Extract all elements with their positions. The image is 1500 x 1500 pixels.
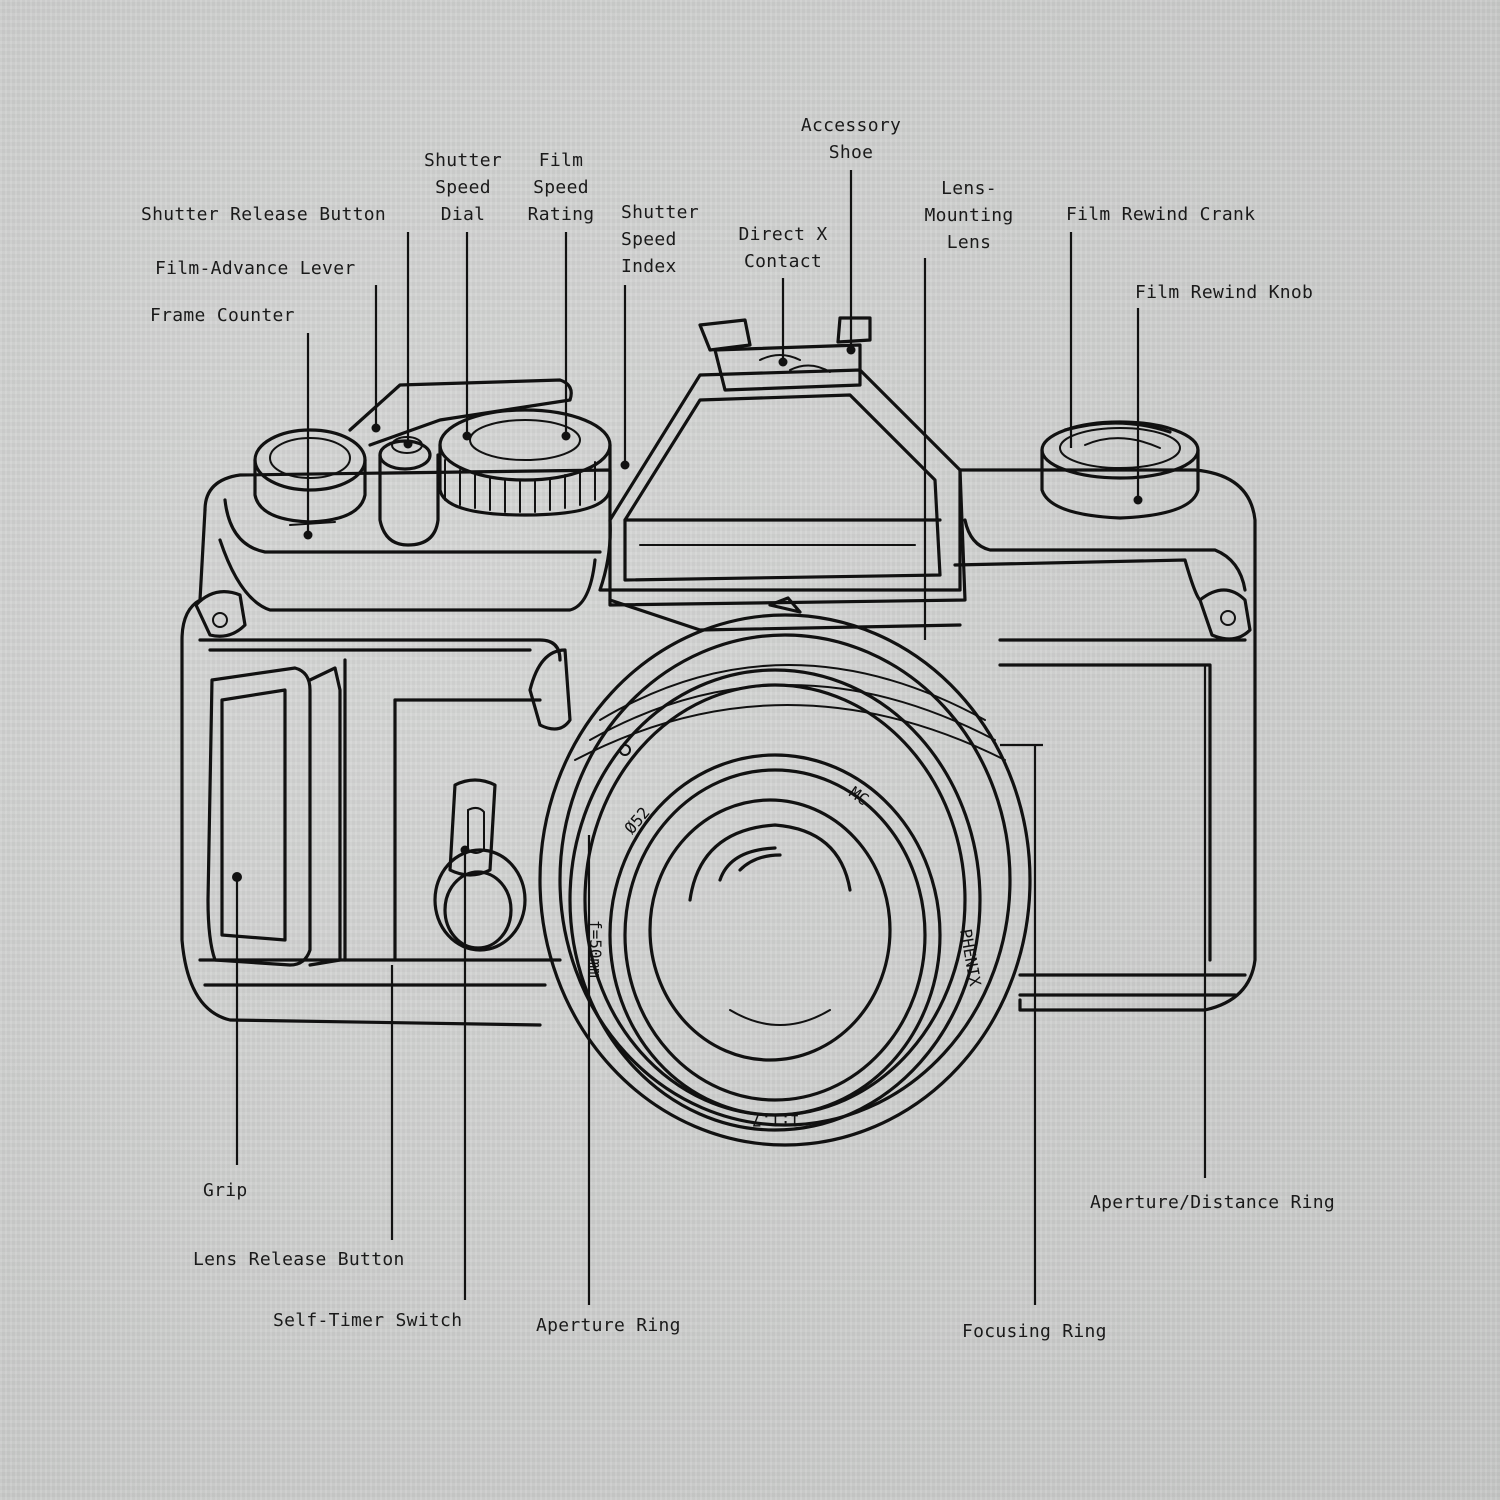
lens-filter-size: Ø52 — [621, 803, 654, 837]
label-line: Lens — [946, 232, 992, 253]
lens-focal-length: f=50mm — [586, 920, 605, 978]
label-shutter-speed-index: Shutter Speed Index — [621, 199, 699, 280]
label-line: Direct X — [738, 224, 828, 245]
label-line: Shutter — [424, 150, 502, 171]
label-grip: Grip — [203, 1180, 248, 1201]
label-line: Lens- — [941, 178, 997, 199]
label-line: Film — [538, 150, 584, 171]
label-self-timer-switch: Self-Timer Switch — [273, 1310, 463, 1331]
top-left-controls — [253, 378, 612, 547]
pentaprism — [608, 316, 967, 632]
lens-brand: PHENIX — [956, 927, 985, 988]
label-shutter-release-button: Shutter Release Button — [141, 204, 387, 225]
label-shutter-speed-dial: Shutter Speed Dial — [417, 147, 509, 228]
label-line: Shoe — [828, 142, 874, 163]
label-lens-release-button: Lens Release Button — [193, 1249, 405, 1270]
label-film-rewind-crank: Film Rewind Crank — [1066, 204, 1256, 225]
label-lens-mounting-lens: Lens- Mounting Lens — [910, 175, 1028, 256]
label-line: Index — [621, 256, 677, 277]
label-film-advance-lever: Film-Advance Lever — [155, 258, 356, 279]
label-line: Rating — [527, 204, 595, 225]
label-line: Accessory — [800, 115, 902, 136]
label-line: Mounting — [924, 205, 1014, 226]
lens — [538, 613, 1032, 1147]
label-film-rewind-knob: Film Rewind Knob — [1135, 282, 1314, 303]
label-film-speed-rating: Film Speed Rating — [520, 147, 602, 228]
camera-body — [180, 468, 1257, 1027]
label-line: Shutter — [621, 202, 699, 223]
label-line: Speed — [621, 229, 677, 250]
label-direct-x-contact: Direct X Contact — [728, 221, 838, 275]
label-accessory-shoe: Accessory Shoe — [790, 112, 912, 166]
label-aperture-ring: Aperture Ring — [536, 1315, 681, 1336]
label-line: Dial — [440, 204, 486, 225]
label-frame-counter: Frame Counter — [150, 305, 295, 326]
label-focusing-ring: Focusing Ring — [962, 1321, 1107, 1342]
rewind-knob — [1040, 420, 1200, 520]
label-line: Speed — [435, 177, 491, 198]
lens-ratio: 1:1.7 — [752, 1111, 800, 1130]
label-aperture-distance-ring: Aperture/Distance Ring — [1090, 1192, 1336, 1213]
leader-lines — [232, 170, 1207, 1305]
label-line: Speed — [533, 177, 589, 198]
label-line: Contact — [744, 251, 822, 272]
